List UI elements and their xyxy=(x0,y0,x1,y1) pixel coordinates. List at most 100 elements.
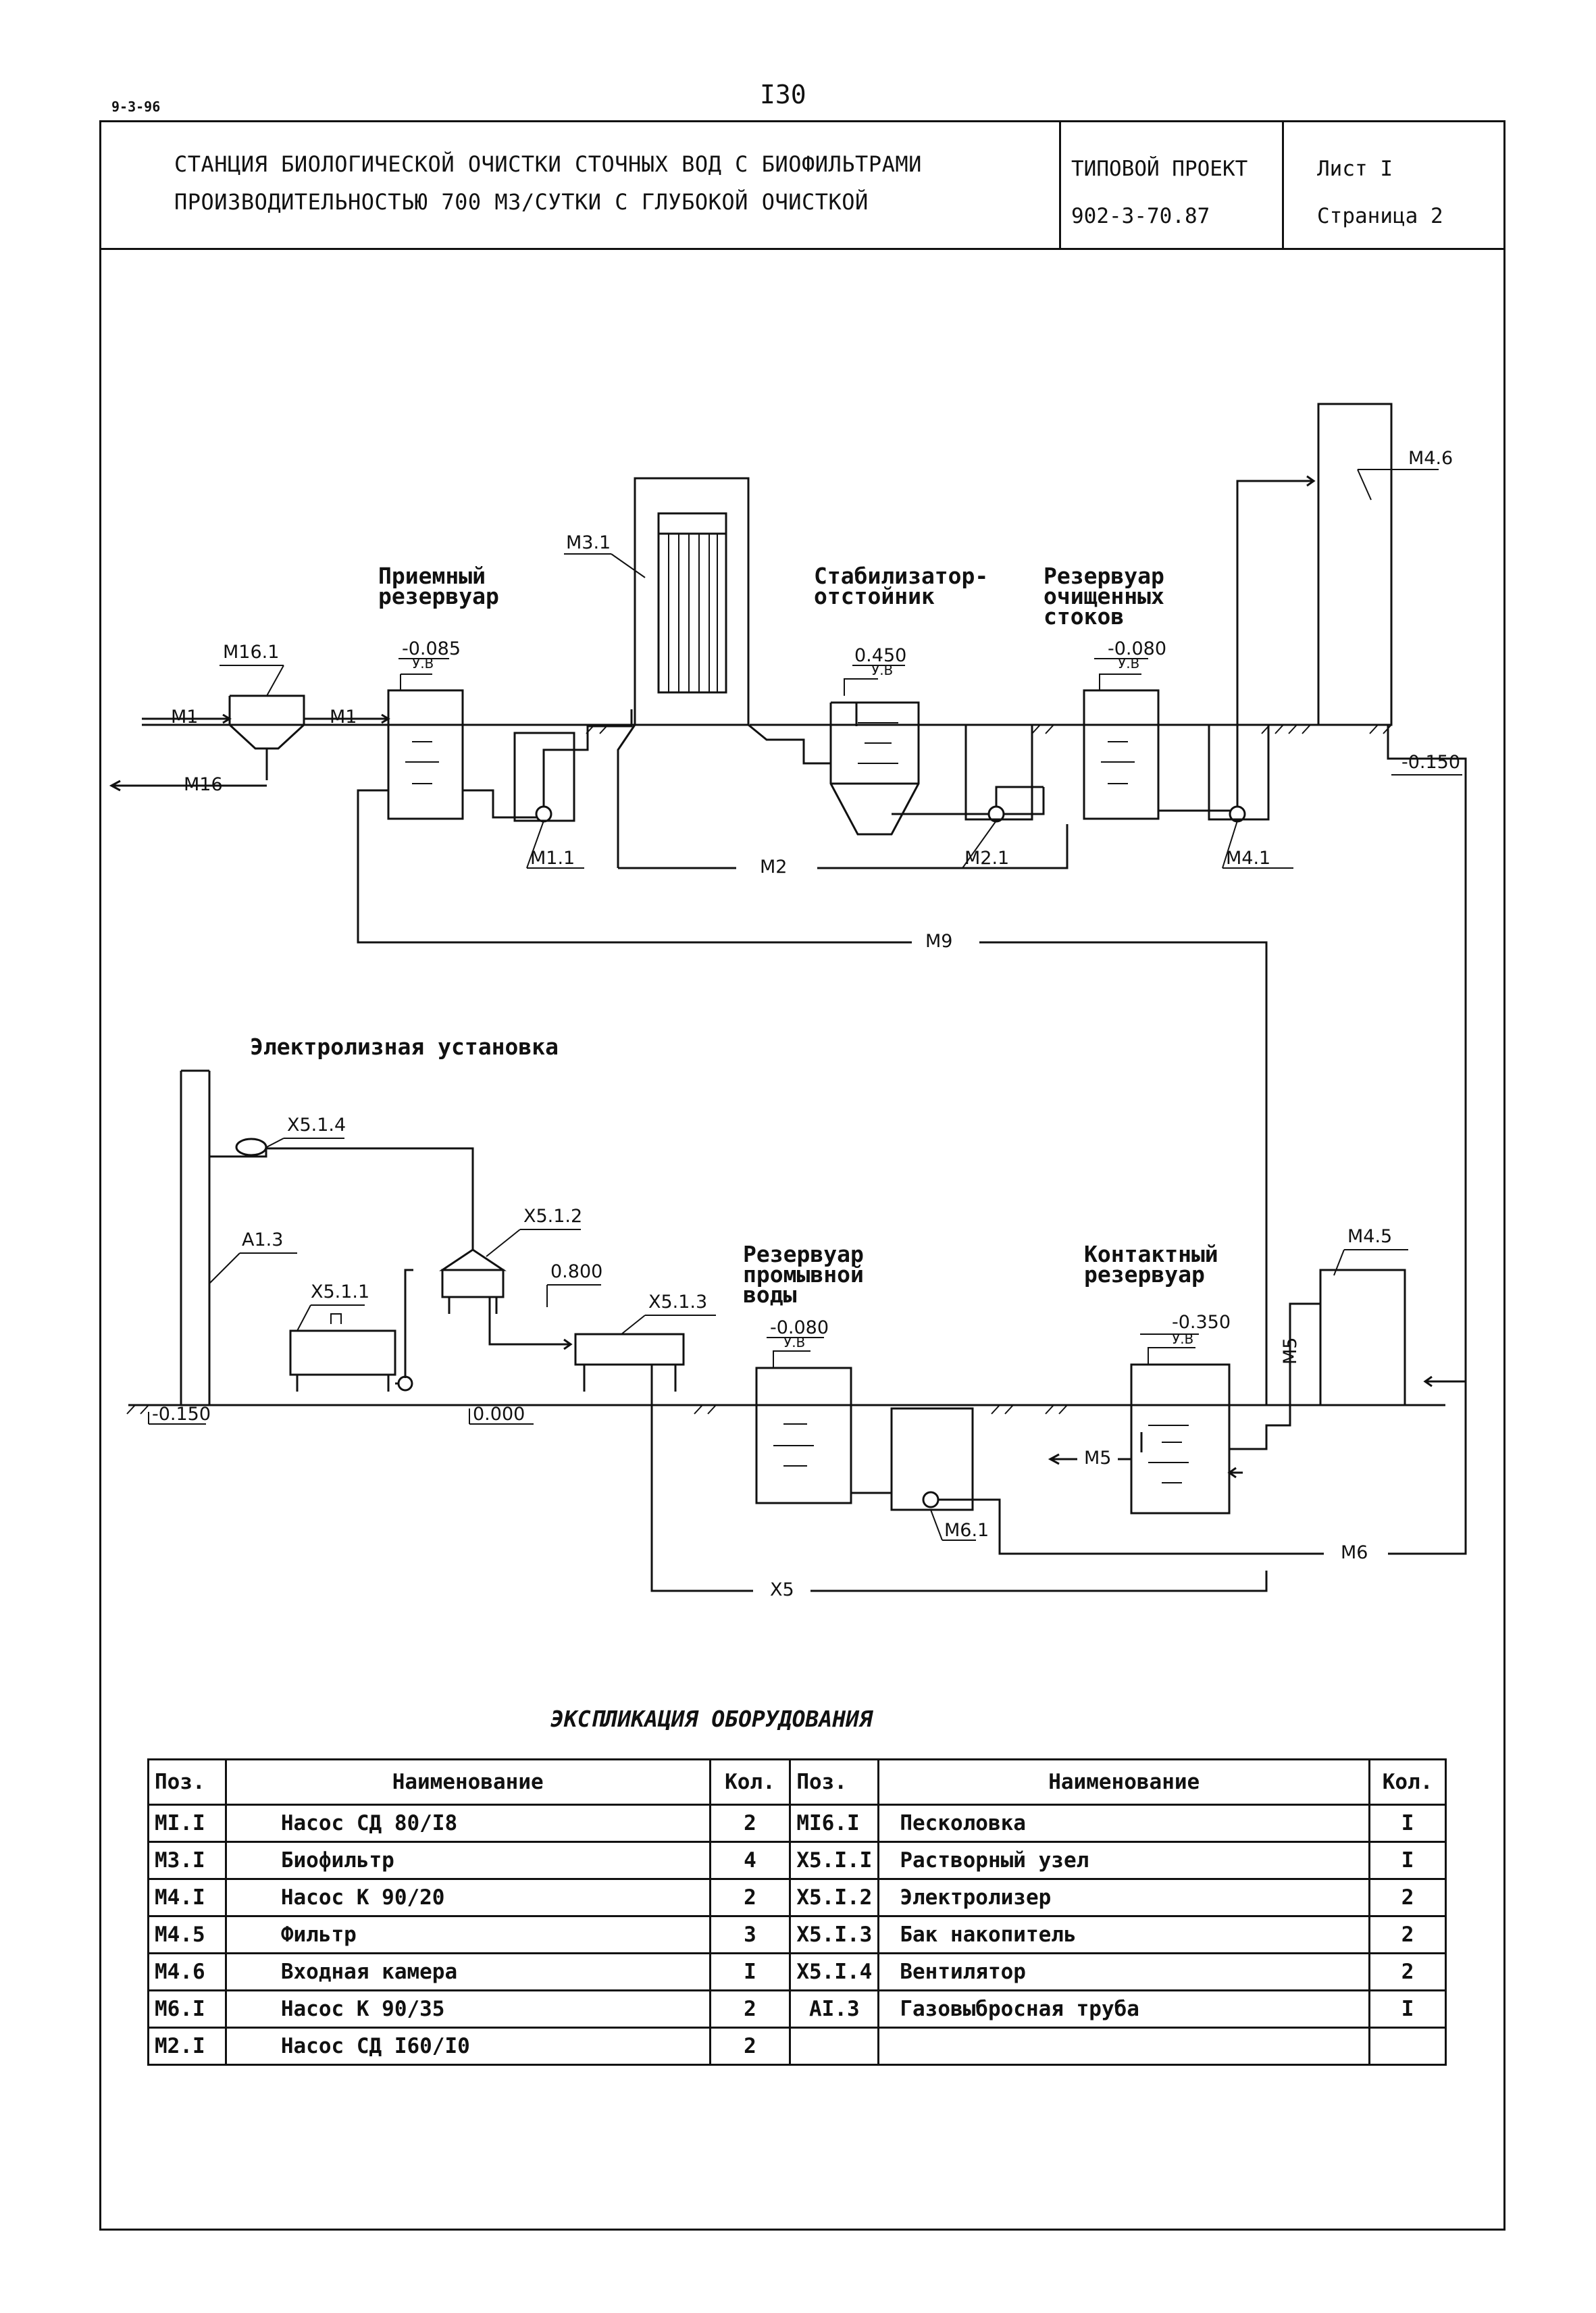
cell-name: Бак накопитель xyxy=(877,1915,1371,1954)
caption-electrolysis: Электролизная установка xyxy=(250,1034,559,1060)
table-row: М3.I Биофильтр 4 Х5.I.I Растворный узел … xyxy=(147,1841,1447,1880)
pump-pit-m4-1 xyxy=(1158,475,1316,823)
caption-line: промывной xyxy=(743,1261,864,1288)
level-zero: 0.000 xyxy=(473,1404,525,1425)
cell-pos: АI.3 xyxy=(789,1989,880,2029)
clean-effluent-tank xyxy=(1083,658,1160,820)
cell-pos: М2.I xyxy=(147,2027,227,2066)
cell-pos: М4.I xyxy=(147,1878,227,1917)
cell-pos: М4.5 xyxy=(147,1915,227,1954)
cell-pos: Х5.I.I xyxy=(789,1841,880,1880)
pipe-x5 xyxy=(650,1365,1268,1592)
caption-line: резервуар xyxy=(378,583,499,609)
label-x5-1-3: Х5.1.3 xyxy=(648,1292,708,1313)
label-m6-1: М6.1 xyxy=(944,1520,989,1541)
header-qty: Кол. xyxy=(709,1758,792,1806)
level-receiving: -0.085 xyxy=(402,638,461,659)
table-row: М6.I Насос К 90/35 2 АI.3 Газовыбросная … xyxy=(147,1989,1447,2029)
label-m1-1: М1.1 xyxy=(530,848,575,869)
cell-name: Биофильтр xyxy=(224,1841,711,1880)
label-m4-6: М4.6 xyxy=(1408,448,1453,469)
table-row: МI.I Насос СД 80/I8 2 МI6.I Песколовка I xyxy=(147,1804,1447,1843)
caption-contact-tank: Контактный резервуар xyxy=(1084,1243,1218,1288)
label-m2: М2 xyxy=(760,857,788,878)
electrolyzer-x5-1-2 xyxy=(404,1248,573,1378)
level-clean-tank: -0.080 xyxy=(1108,638,1167,659)
cell-name: Насос СД I60/I0 xyxy=(224,2027,711,2066)
water-level-mark: У.В xyxy=(412,655,434,671)
cell-pos xyxy=(789,2027,880,2066)
caption-line: Приемный xyxy=(378,563,486,589)
table-row: М4.I Насос К 90/20 2 Х5.I.2 Электролизер… xyxy=(147,1878,1447,1917)
page-number: I30 xyxy=(760,80,806,109)
header-pos: Поз. xyxy=(789,1758,880,1806)
label-x5-1-2: Х5.1.2 xyxy=(523,1206,583,1227)
cell-qty: I xyxy=(1368,1804,1447,1843)
gas-exhaust-pipe xyxy=(180,1069,211,1405)
biofilter-tower xyxy=(617,477,831,868)
leader-lines xyxy=(148,469,1462,1541)
label-x5: Х5 xyxy=(770,1579,794,1600)
cell-pos: МI6.I xyxy=(789,1804,880,1843)
caption-line: отстойник xyxy=(814,583,935,609)
level-stabilizer: 0.450 xyxy=(854,645,907,666)
cell-name: Электролизер xyxy=(877,1878,1371,1917)
water-level-mark: У.В xyxy=(1118,655,1140,671)
cell-qty: I xyxy=(1368,1841,1447,1880)
header-pos: Поз. xyxy=(147,1758,227,1806)
cell-name: Входная камера xyxy=(224,1952,711,1991)
water-level-mark: У.В xyxy=(783,1334,806,1350)
pipe-m2 xyxy=(618,824,1069,869)
caption-line: стоков xyxy=(1044,603,1125,630)
label-m5-vertical: М5 xyxy=(1280,1337,1301,1365)
caption-stabilizer: Стабилизатор- отстойник xyxy=(814,565,988,609)
label-x5-1-4: Х5.1.4 xyxy=(287,1115,346,1136)
wash-water-tank xyxy=(755,1337,852,1504)
cell-qty: 4 xyxy=(709,1841,792,1880)
level-wash-tank: -0.080 xyxy=(770,1317,829,1338)
cell-qty: 2 xyxy=(709,1878,792,1917)
table-row: М4.5 Фильтр 3 Х5.I.3 Бак накопитель 2 xyxy=(147,1915,1447,1954)
caption-line: Резервуар xyxy=(743,1241,864,1267)
cell-name: Растворный узел xyxy=(877,1841,1371,1880)
header-qty: Кол. xyxy=(1368,1758,1447,1806)
pipe-m9 xyxy=(357,789,1268,1405)
drawing-frame xyxy=(99,248,1505,2231)
label-m9: М9 xyxy=(925,931,953,952)
cell-name xyxy=(877,2027,1371,2066)
pump-pit-m1-1 xyxy=(463,709,633,823)
fan-x5-1-4 xyxy=(209,1138,474,1250)
cell-name: Газовыбросная труба xyxy=(877,1989,1371,2029)
label-m1: М1 xyxy=(330,707,357,728)
cell-pos: М6.I xyxy=(147,1989,227,2029)
cell-qty: 2 xyxy=(1368,1878,1447,1917)
cell-qty: 3 xyxy=(709,1915,792,1954)
caption-wash-tank: Резервуар промывной воды xyxy=(743,1241,864,1306)
cell-name: Вентилятор xyxy=(877,1952,1371,1991)
level-right: -0.150 xyxy=(1401,752,1461,773)
cell-name: Песколовка xyxy=(877,1804,1371,1843)
label-m16: М16 xyxy=(184,774,223,795)
cell-qty xyxy=(1368,2027,1447,2066)
solution-unit-x5-1-1 xyxy=(289,1313,413,1392)
label-m1: М1 xyxy=(171,707,199,728)
pump-pit-m6-1 xyxy=(851,1381,1467,1555)
project-label: ТИПОВОЙ ПРОЕКТ xyxy=(1071,157,1248,181)
caption-line: резервуар xyxy=(1084,1261,1205,1288)
project-number: 902-3-70.87 xyxy=(1071,204,1210,228)
label-x5-1-1: Х5.1.1 xyxy=(311,1281,370,1302)
stabilizer-settler xyxy=(829,665,920,836)
cell-qty: 2 xyxy=(709,1989,792,2029)
header-name: Наименование xyxy=(877,1758,1371,1806)
title-divider xyxy=(1282,120,1284,250)
label-m16-1: М16.1 xyxy=(223,642,280,663)
label-m2-1: М2.1 xyxy=(964,848,1010,869)
inlet-chamber-m4-6 xyxy=(1317,403,1467,1388)
caption-receiving-tank: Приемный резервуар xyxy=(378,563,499,609)
cell-pos: Х5.I.3 xyxy=(789,1915,880,1954)
cell-qty: 2 xyxy=(1368,1915,1447,1954)
storage-tank-x5-1-3 xyxy=(574,1333,685,1392)
label-m4-5: М4.5 xyxy=(1347,1226,1393,1247)
label-m4-1: М4.1 xyxy=(1226,848,1271,869)
